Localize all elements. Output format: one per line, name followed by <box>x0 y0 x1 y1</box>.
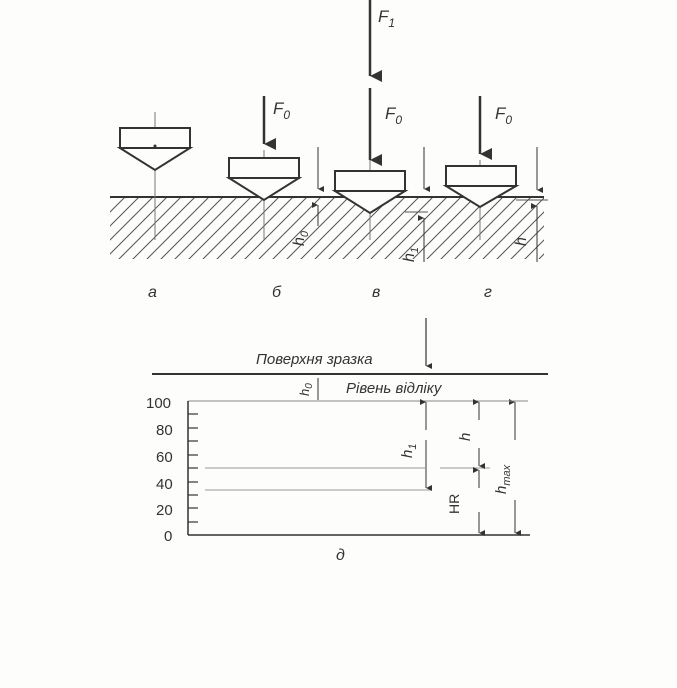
tick-label-60: 60 <box>156 449 173 466</box>
depth-h1-label: h1 <box>401 247 421 262</box>
scale-axis <box>187 401 530 536</box>
reference-label: Рівень відліку <box>346 380 443 397</box>
stage-label-b: б <box>272 284 282 301</box>
surface-label: Поверхня зразка <box>256 351 373 368</box>
scale-h-label: h <box>457 433 474 441</box>
tick-label-0: 0 <box>164 528 172 545</box>
tick-label-20: 20 <box>156 502 173 519</box>
force-f0-label-d: F0 <box>495 104 512 127</box>
scale-h1-label: h1 <box>399 444 419 458</box>
stage-a-indenter <box>116 112 194 240</box>
stage-label-a: а <box>148 284 157 301</box>
stage-label-e: д <box>336 547 345 564</box>
scale-hmax-label: hmax <box>493 464 513 494</box>
stage-d-indenter <box>442 96 548 240</box>
specimen-ground <box>110 196 544 259</box>
hr-label: HR <box>446 494 462 514</box>
scale-h0-label: h0 <box>297 383 315 396</box>
scale-surface <box>152 318 548 375</box>
stage-c-indenter <box>331 0 428 240</box>
force-f0-label-b: F0 <box>273 99 290 122</box>
force-f1-label: F1 <box>378 7 395 30</box>
stage-label-c: в <box>372 284 380 301</box>
force-f0-label-c: F0 <box>385 104 402 127</box>
depth-h0-label: h0 <box>291 230 311 246</box>
stage-label-d: г <box>484 284 492 301</box>
stage-b-indenter <box>225 96 303 240</box>
tick-label-40: 40 <box>156 476 173 493</box>
depth-h-label: h <box>513 237 530 246</box>
tick-label-100: 100 <box>146 395 171 412</box>
scale-dimension-hmax <box>488 399 528 536</box>
tick-label-80: 80 <box>156 422 173 439</box>
